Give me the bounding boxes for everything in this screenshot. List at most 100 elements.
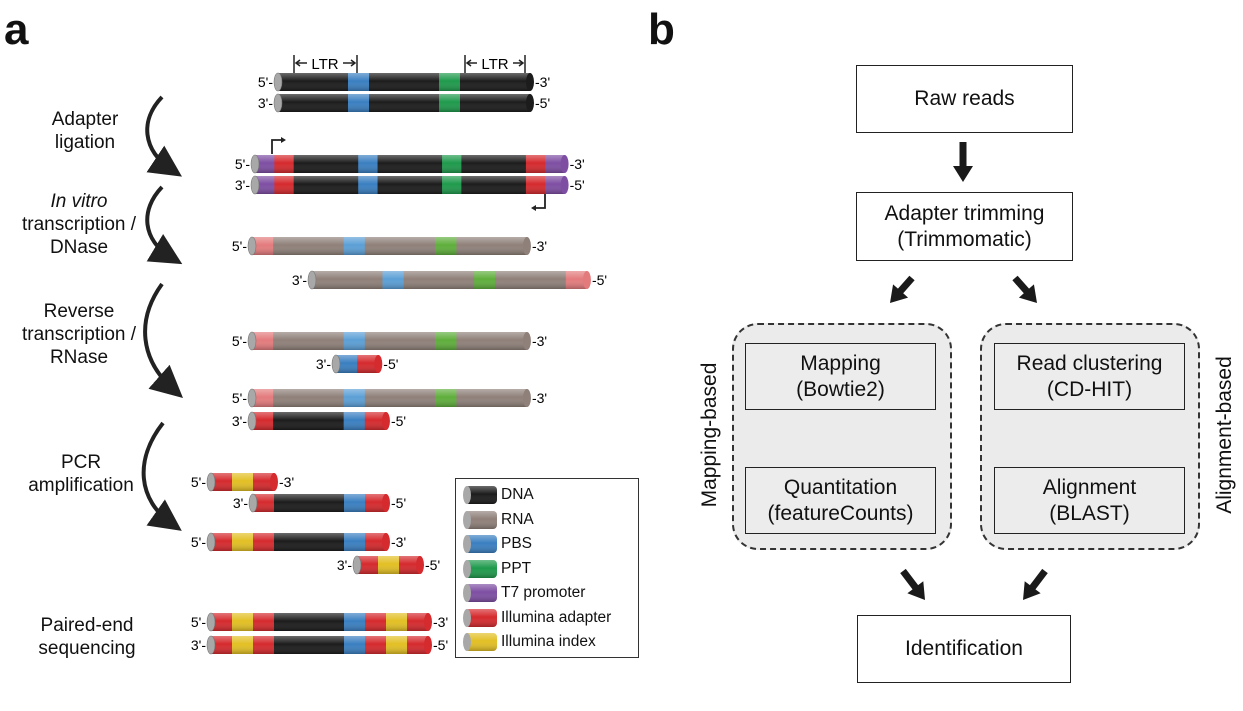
step-line: Reverse xyxy=(43,301,115,322)
step-line: transcription / xyxy=(21,324,137,345)
molecule-genomic-dsDNA-top: 5'--3' xyxy=(258,72,550,92)
molecule-pcr-cdna: 3'--5' xyxy=(233,493,406,513)
curved-arrow-icon xyxy=(145,185,183,265)
raw-reads-box: Raw reads xyxy=(856,65,1073,133)
strand-end-label: -3' xyxy=(570,156,585,172)
molecule-rna-sense: 5'--3' xyxy=(232,236,547,256)
strand-end-label: 3'- xyxy=(191,637,206,653)
strand-end-label: -3' xyxy=(532,390,547,406)
cylinder-cap xyxy=(307,270,317,290)
step-line-italic: In vitro xyxy=(50,191,108,212)
flow-arrow-icon xyxy=(1012,275,1037,303)
strand-end-label: -5' xyxy=(433,637,448,653)
mapping-based-label: Mapping-based xyxy=(698,362,721,508)
strand-end-label: 5'- xyxy=(235,156,250,172)
cylinder-shading xyxy=(252,332,527,350)
cylinder-shading xyxy=(211,613,428,631)
cylinder-cap xyxy=(248,493,258,513)
box-tool: (CD-HIT) xyxy=(1046,377,1133,401)
box-title: Alignment xyxy=(1042,475,1137,499)
flow-arrow-icon xyxy=(953,142,973,182)
cylinder-shading xyxy=(357,556,420,574)
cylinder-shading xyxy=(211,533,386,551)
legend-swatch-icon xyxy=(463,510,497,529)
cylinder-cap xyxy=(331,354,341,374)
molecule-pcr-product: 5'- -3' xyxy=(191,532,406,552)
legend-label: Illumina adapter xyxy=(501,608,612,626)
molecule-rna-antisense: 3'--5' xyxy=(292,270,607,290)
box-title: Mapping xyxy=(800,351,881,375)
box-tool: (featureCounts) xyxy=(767,501,914,525)
strand-end-label: 3'- xyxy=(235,177,250,193)
box-title: Read clustering xyxy=(1016,351,1163,375)
strand-end-label: -3' xyxy=(279,474,294,490)
cylinder-shading xyxy=(211,473,274,491)
legend-swatch-icon xyxy=(463,535,497,553)
molecule-library-top: 5'--3' xyxy=(191,612,448,632)
strand-end-label: -5' xyxy=(425,557,440,573)
adapter-trimming-box: Adapter trimming (Trimmomatic) xyxy=(856,192,1073,261)
cylinder-cap xyxy=(247,331,257,351)
step-line: Paired-end xyxy=(40,615,134,636)
step-line: transcription / xyxy=(21,214,137,235)
cylinder-shading xyxy=(278,94,530,112)
t7-start-arrow-icon xyxy=(531,205,536,211)
box-title: Quantitation xyxy=(783,475,898,499)
strand-end-label: -5' xyxy=(383,356,398,372)
box-title: Adapter trimming xyxy=(884,201,1045,225)
strand-end-label: -3' xyxy=(391,534,406,550)
ltr-label-left: LTR xyxy=(311,56,338,73)
cylinder-cap xyxy=(206,472,216,492)
strand-end-label: 5'- xyxy=(191,474,206,490)
t7-start-arrow-icon xyxy=(533,194,546,209)
cylinder-end xyxy=(424,636,432,654)
alignment-box: Alignment (BLAST) xyxy=(994,467,1185,534)
cylinder-shading xyxy=(255,155,565,173)
molecule-rt-rna-2: 5'--3' xyxy=(232,388,547,408)
cylinder-cap xyxy=(206,612,216,632)
molecule-genomic-dsDNA-bottom: 3'- -5' xyxy=(258,93,550,113)
cylinder-end xyxy=(522,332,531,350)
curved-arrow-icon xyxy=(143,282,183,398)
cylinder-shading xyxy=(211,636,428,654)
molecule-ligated-bottom: 3'- -5' xyxy=(235,175,585,195)
flow-arrow-icon xyxy=(890,275,915,303)
box-tool: (Bowtie2) xyxy=(796,377,885,401)
box-tool: (BLAST) xyxy=(1049,501,1130,525)
strand-end-label: -5' xyxy=(570,177,585,193)
legend-label: T7 promoter xyxy=(501,584,586,601)
strand-end-label: -5' xyxy=(391,413,406,429)
ltr-marker-right xyxy=(464,55,526,75)
alignment-based-label: Alignment-based xyxy=(1213,356,1236,514)
strand-end-label: -5' xyxy=(592,272,607,288)
step-ivt-dnase: In vitro transcription / DNase xyxy=(4,190,154,259)
strand-end-label: 3'- xyxy=(233,495,248,511)
strand-end-label: -5' xyxy=(535,95,550,111)
cylinder-cap xyxy=(206,635,216,655)
ltr-marker-left xyxy=(293,55,358,75)
step-line: sequencing xyxy=(38,638,136,659)
legend-item-rna: RNA xyxy=(461,509,534,531)
step-line: amplification xyxy=(28,475,134,496)
strand-end-label: 3'- xyxy=(337,557,352,573)
cylinder-end xyxy=(522,237,531,255)
strand-end-label: 3'- xyxy=(316,356,331,372)
legend-label: DNA xyxy=(501,486,534,503)
cylinder-shading xyxy=(252,412,386,430)
cylinder-end xyxy=(382,533,390,551)
cylinder-cap xyxy=(352,555,362,575)
legend-label: PBS xyxy=(501,535,533,552)
legend-swatch-icon xyxy=(463,486,497,504)
cylinder-end xyxy=(582,271,591,289)
molecule-rt-cdna: 3'--5' xyxy=(232,411,406,431)
raw-reads-label: Raw reads xyxy=(914,87,1015,110)
legend-swatch-icon xyxy=(463,559,497,578)
cylinder-end xyxy=(522,389,531,407)
strand-end-label: -3' xyxy=(433,614,448,630)
step-adapter-ligation: Adapter ligation xyxy=(10,108,160,154)
cylinder-end xyxy=(270,473,278,491)
strand-end-label: 5'- xyxy=(191,534,206,550)
step-sequencing: Paired-end sequencing xyxy=(12,614,162,660)
cylinder-cap xyxy=(247,411,257,431)
strand-end-label: 3'- xyxy=(258,95,273,111)
